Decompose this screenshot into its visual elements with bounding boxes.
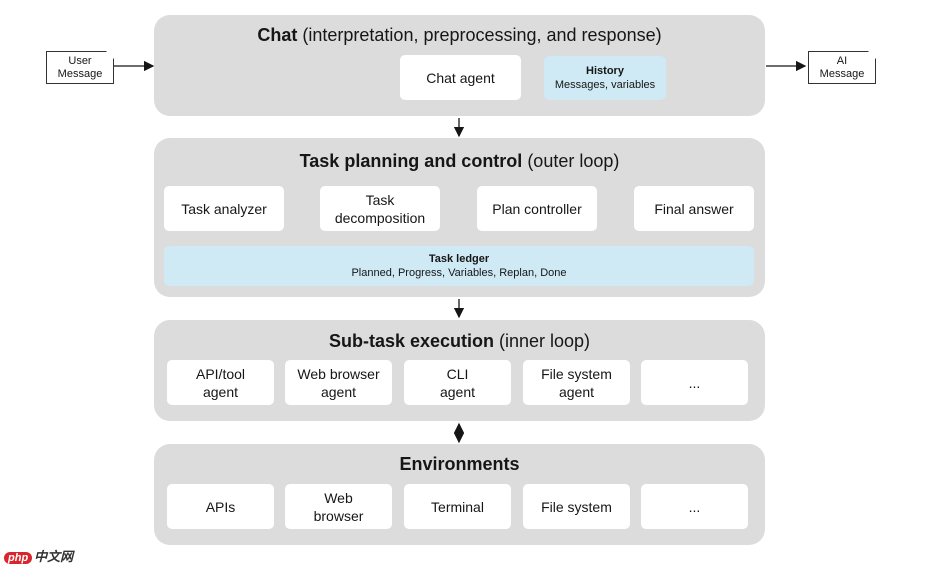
environments-panel: Environments APIs Web browser Terminal F… bbox=[154, 444, 765, 545]
task-decomposition-box: Task decomposition bbox=[320, 186, 440, 231]
terminal-box: Terminal bbox=[404, 484, 511, 529]
subtask-execution-panel: Sub-task execution (inner loop) API/tool… bbox=[154, 320, 765, 421]
history-title: History bbox=[586, 65, 624, 77]
subtask-execution-title: Sub-task execution (inner loop) bbox=[154, 331, 765, 352]
environments-title: Environments bbox=[154, 454, 765, 475]
task-planning-panel: Task planning and control (outer loop) T… bbox=[154, 138, 765, 297]
subtask-title-rest: (inner loop) bbox=[494, 331, 591, 351]
api-tool-agent-box: API/tool agent bbox=[167, 360, 274, 405]
web-browser-box: Web browser bbox=[285, 484, 392, 529]
more-environments-box: ... bbox=[641, 484, 748, 529]
task-planning-title: Task planning and control (outer loop) bbox=[154, 151, 765, 172]
task-ledger-title: Task ledger bbox=[428, 253, 490, 265]
chat-title-rest: (interpretation, preprocessing, and resp… bbox=[297, 25, 662, 45]
history-database: History Messages, variables bbox=[544, 56, 666, 100]
ai-message-document: AI Message bbox=[808, 51, 876, 84]
task-planning-title-rest: (outer loop) bbox=[522, 151, 620, 171]
cli-agent-box: CLI agent bbox=[404, 360, 511, 405]
watermark-logo: php bbox=[4, 552, 33, 564]
chat-panel: Chat (interpretation, preprocessing, and… bbox=[154, 15, 765, 116]
environments-title-bold: Environments bbox=[399, 454, 520, 474]
web-browser-agent-box: Web browser agent bbox=[285, 360, 392, 405]
task-analyzer-box: Task analyzer bbox=[164, 186, 284, 231]
apis-box: APIs bbox=[167, 484, 274, 529]
subtask-title-bold: Sub-task execution bbox=[328, 331, 494, 351]
chat-title-bold: Chat bbox=[257, 25, 298, 45]
chat-panel-title: Chat (interpretation, preprocessing, and… bbox=[154, 25, 765, 46]
chat-agent-box: Chat agent bbox=[400, 55, 521, 100]
watermark-text: 中文网 bbox=[34, 549, 74, 564]
user-message-document: User Message bbox=[46, 51, 114, 84]
history-subtitle: Messages, variables bbox=[554, 79, 656, 91]
file-system-box: File system bbox=[523, 484, 630, 529]
task-ledger-subtitle: Planned, Progress, Variables, Replan, Do… bbox=[351, 267, 567, 279]
task-planning-title-bold: Task planning and control bbox=[299, 151, 523, 171]
more-agents-box: ... bbox=[641, 360, 748, 405]
final-answer-box: Final answer bbox=[634, 186, 754, 231]
task-ledger-database: Task ledger Planned, Progress, Variables… bbox=[164, 246, 754, 286]
file-system-agent-box: File system agent bbox=[523, 360, 630, 405]
plan-controller-box: Plan controller bbox=[477, 186, 597, 231]
